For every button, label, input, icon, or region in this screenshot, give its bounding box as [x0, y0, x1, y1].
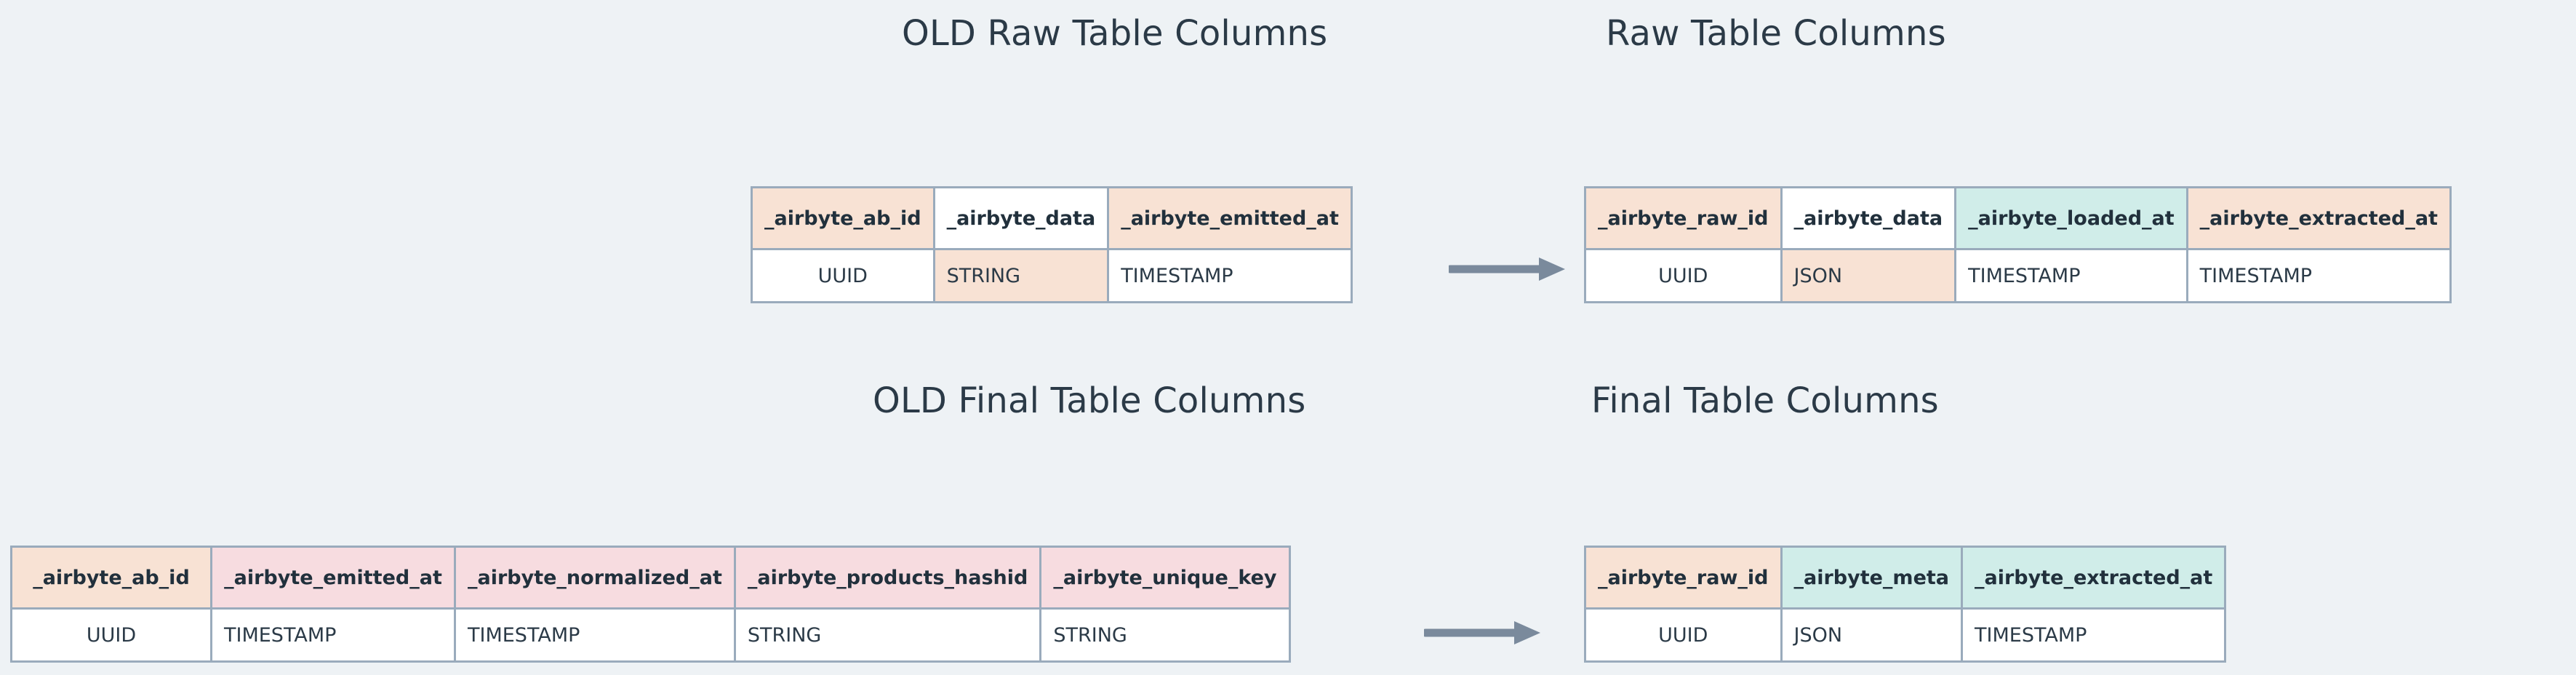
column-type-cell: UUID: [10, 607, 212, 663]
column-type-cell: STRING: [932, 248, 1110, 303]
column-header-cell: _airbyte_extracted_at: [1961, 546, 2227, 610]
column-header-cell: _airbyte_emitted_at: [210, 546, 456, 610]
column-header-cell: _airbyte_products_hashid: [733, 546, 1042, 610]
column-type-cell: TIMESTAMP: [210, 607, 456, 663]
table-header-row: _airbyte_raw_id_airbyte_meta_airbyte_ext…: [1584, 546, 2227, 610]
column-header-cell: _airbyte_raw_id: [1584, 186, 1783, 250]
column-header-cell: _airbyte_data: [1780, 186, 1957, 250]
title-old-final-table-columns: OLD Final Table Columns: [873, 380, 1306, 421]
table-final: _airbyte_raw_id_airbyte_meta_airbyte_ext…: [1584, 546, 2227, 663]
title-final-table-columns: Final Table Columns: [1591, 380, 1939, 421]
table-header-row: _airbyte_raw_id_airbyte_data_airbyte_loa…: [1584, 186, 2452, 250]
column-header-cell: _airbyte_raw_id: [1584, 546, 1783, 610]
arrow-right-icon-final: [1421, 620, 1546, 649]
table-header-row: _airbyte_ab_id_airbyte_data_airbyte_emit…: [751, 186, 1353, 250]
column-header-cell: _airbyte_extracted_at: [2185, 186, 2452, 250]
column-type-cell: UUID: [751, 248, 935, 303]
column-type-cell: JSON: [1780, 248, 1957, 303]
column-header-cell: _airbyte_meta: [1780, 546, 1964, 610]
column-header-cell: _airbyte_ab_id: [10, 546, 212, 610]
column-type-cell: TIMESTAMP: [454, 607, 736, 663]
title-raw-table-columns: Raw Table Columns: [1606, 13, 1946, 54]
column-type-cell: STRING: [733, 607, 1042, 663]
column-type-cell: TIMESTAMP: [1954, 248, 2188, 303]
table-old-raw: _airbyte_ab_id_airbyte_data_airbyte_emit…: [751, 186, 1353, 303]
column-type-cell: TIMESTAMP: [1961, 607, 2227, 663]
column-header-cell: _airbyte_unique_key: [1039, 546, 1291, 610]
table-header-row: _airbyte_ab_id_airbyte_emitted_at_airbyt…: [10, 546, 1291, 610]
table-raw: _airbyte_raw_id_airbyte_data_airbyte_loa…: [1584, 186, 2452, 303]
column-type-cell: UUID: [1584, 607, 1783, 663]
column-header-cell: _airbyte_ab_id: [751, 186, 935, 250]
column-header-cell: _airbyte_emitted_at: [1107, 186, 1353, 250]
column-type-cell: UUID: [1584, 248, 1783, 303]
column-type-cell: TIMESTAMP: [2185, 248, 2452, 303]
title-old-raw-table-columns: OLD Raw Table Columns: [902, 13, 1328, 54]
column-type-cell: TIMESTAMP: [1107, 248, 1353, 303]
column-type-cell: JSON: [1780, 607, 1964, 663]
arrow-right-icon-raw: [1446, 256, 1571, 285]
table-old-final: _airbyte_ab_id_airbyte_emitted_at_airbyt…: [10, 546, 1291, 663]
column-header-cell: _airbyte_data: [932, 186, 1110, 250]
column-header-cell: _airbyte_loaded_at: [1954, 186, 2188, 250]
column-type-cell: STRING: [1039, 607, 1291, 663]
column-header-cell: _airbyte_normalized_at: [454, 546, 736, 610]
